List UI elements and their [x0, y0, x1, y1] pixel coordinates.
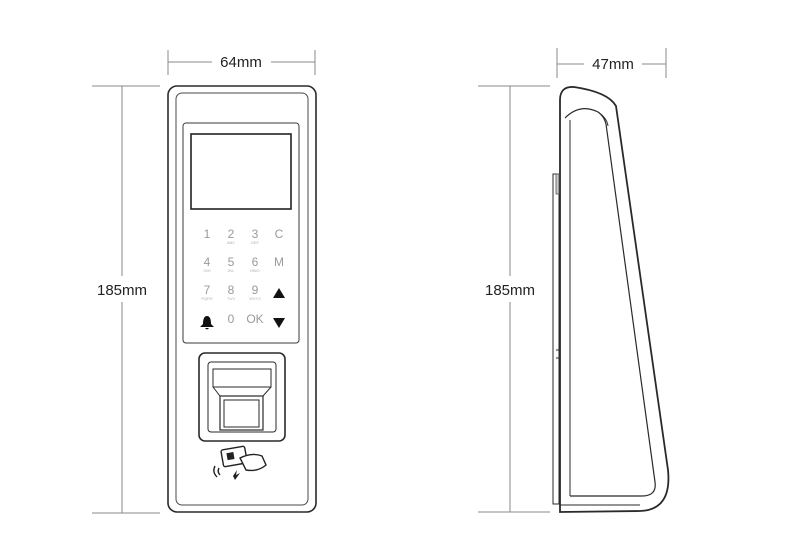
- side-depth-dimension: [556, 48, 667, 78]
- keypad-key-letters: TUV: [227, 296, 235, 301]
- side-shell-inner: [564, 108, 656, 497]
- lcd-screen: [190, 133, 292, 210]
- front-width-label: 64mm: [220, 54, 262, 71]
- rfid-card-icon: [213, 445, 267, 480]
- keypad-key-6[interactable]: 6: [252, 255, 259, 269]
- front-width-dimension: [167, 50, 316, 75]
- keypad-key-7[interactable]: 7: [204, 283, 211, 297]
- keypad-key-letters: GHI: [203, 268, 210, 273]
- keypad-key-letters: JKL: [228, 268, 236, 273]
- front-body-outline: [167, 85, 317, 513]
- keypad-key-3[interactable]: 3: [252, 227, 259, 241]
- front-bezel: [175, 92, 309, 506]
- keypad-key-ok[interactable]: OK: [246, 312, 263, 326]
- keypad-key-1[interactable]: 1: [204, 227, 211, 241]
- keypad-key-m[interactable]: M: [274, 255, 284, 269]
- side-shell-outline: [559, 86, 670, 513]
- keypad-panel: [182, 122, 300, 344]
- side-height-label: 185mm: [485, 282, 535, 299]
- bell-icon[interactable]: [200, 316, 214, 330]
- keypad-key-letters: PQRS: [201, 296, 213, 301]
- keypad-key-5[interactable]: 5: [228, 255, 235, 269]
- down-arrow-icon[interactable]: [273, 318, 285, 328]
- front-height-dimension: [92, 85, 160, 514]
- fingerprint-sensor: [198, 352, 286, 442]
- keypad-key-2[interactable]: 2: [228, 227, 235, 241]
- keypad-key-letters: MNO: [250, 268, 259, 273]
- up-arrow-icon[interactable]: [273, 288, 285, 298]
- keypad-key-letters: WXYZ: [249, 296, 261, 301]
- keypad-key-0[interactable]: 0: [228, 312, 235, 326]
- front-height-label: 185mm: [97, 282, 147, 299]
- side-view: [552, 86, 670, 513]
- keypad-key-c[interactable]: C: [275, 227, 284, 241]
- keypad-key-letters: ABC: [227, 240, 235, 245]
- mounting-plate: [552, 173, 560, 505]
- keypad-key-4[interactable]: 4: [204, 255, 211, 269]
- keypad-key-8[interactable]: 8: [228, 283, 235, 297]
- keypad-key-letters: DEF: [251, 240, 260, 245]
- side-depth-label: 47mm: [592, 56, 634, 73]
- side-height-dimension: [478, 85, 550, 513]
- keypad-key-9[interactable]: 9: [252, 283, 259, 297]
